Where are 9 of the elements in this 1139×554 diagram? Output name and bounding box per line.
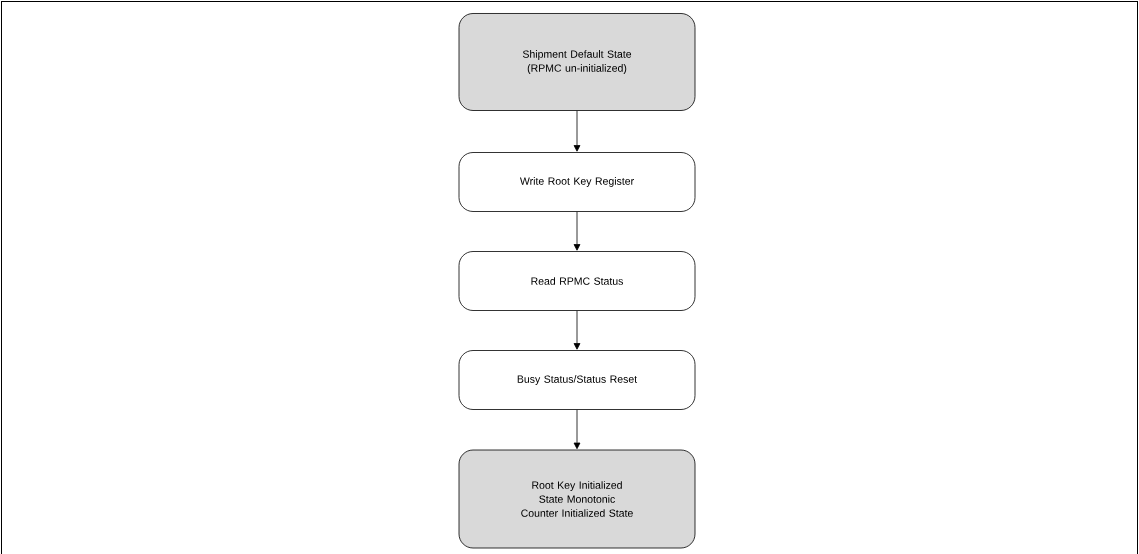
process-box: Write Root Key Register <box>458 152 696 212</box>
arrow <box>573 211 581 251</box>
state-box: Shipment Default State (RPMC un-initialized) <box>458 13 696 111</box>
arrow <box>573 409 581 450</box>
state-box: Root Key Initialized State Monotonic Counter Initialized State <box>458 449 696 549</box>
process-box: Read RPMC Status <box>458 251 696 311</box>
arrow <box>573 310 581 350</box>
arrow <box>573 110 581 152</box>
process-box: Busy Status/Status Reset <box>458 350 696 410</box>
